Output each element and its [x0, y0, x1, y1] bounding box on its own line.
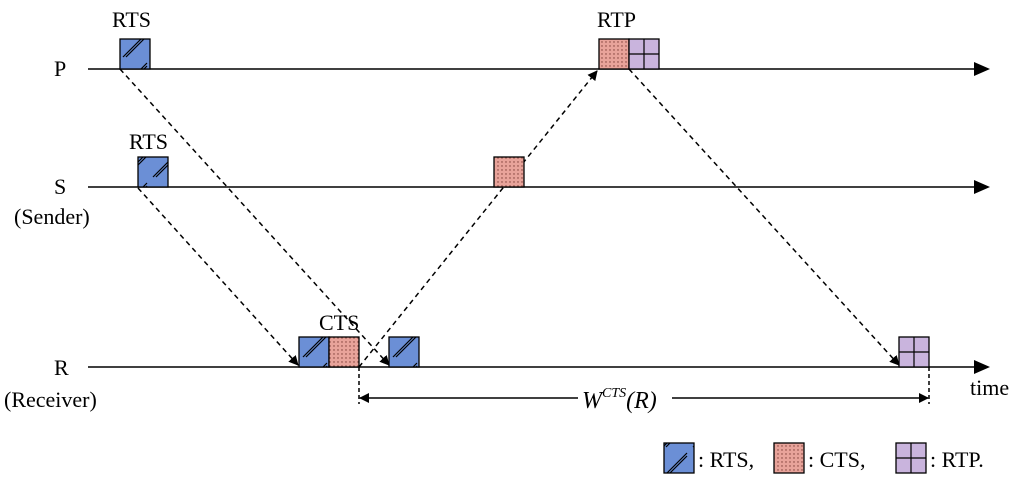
legend-rtp-swatch [895, 442, 927, 474]
time-axis-label: time [970, 375, 1009, 400]
r-rtp-packet [898, 336, 930, 368]
lane-label-r: R [54, 355, 69, 380]
r-rts-packet-1 [298, 336, 330, 368]
r-rts-packet-2 [388, 336, 420, 368]
p-cts-packet [598, 38, 630, 70]
p-rts-packet [119, 38, 151, 70]
legend-rts-label: : RTS, [698, 447, 754, 472]
s-rts-label: RTS [129, 129, 168, 154]
r-cts-label: CTS [319, 310, 359, 335]
legend-cts-swatch [773, 442, 805, 474]
s-cts-packet [493, 156, 525, 188]
legend: : RTS, : CTS, : RTP. [663, 442, 984, 474]
arrow-r-cts-to-p [358, 70, 598, 368]
window-span [358, 367, 930, 404]
lane-sublabel-r: (Receiver) [4, 387, 97, 412]
r-cts-packet [328, 336, 360, 368]
window-label-argument: (R) [626, 388, 657, 414]
p-rtp-label: RTP [597, 7, 636, 32]
p-rts-label: RTS [112, 7, 151, 32]
window-label-base: W [582, 388, 604, 414]
arrow-p-rtp-to-r [628, 68, 900, 366]
timeline-p [88, 62, 990, 76]
arrow-p-rts-to-r [119, 68, 390, 366]
legend-cts-label: : CTS, [808, 447, 865, 472]
lane-sublabel-s: (Sender) [14, 204, 90, 229]
window-label-superscript: CTS [602, 386, 626, 401]
timeline-r [88, 360, 990, 374]
timeline-s [88, 180, 990, 194]
legend-rts-swatch [663, 442, 695, 474]
s-rts-packet [137, 156, 169, 188]
p-rtp-packet [628, 38, 660, 70]
lane-label-s: S [54, 174, 66, 199]
lane-label-p: P [54, 56, 66, 81]
legend-rtp-label: : RTP. [930, 447, 984, 472]
arrow-s-rts-to-r [137, 187, 299, 366]
window-label: WCTS(R) [582, 386, 657, 414]
message-arrows [119, 68, 900, 368]
